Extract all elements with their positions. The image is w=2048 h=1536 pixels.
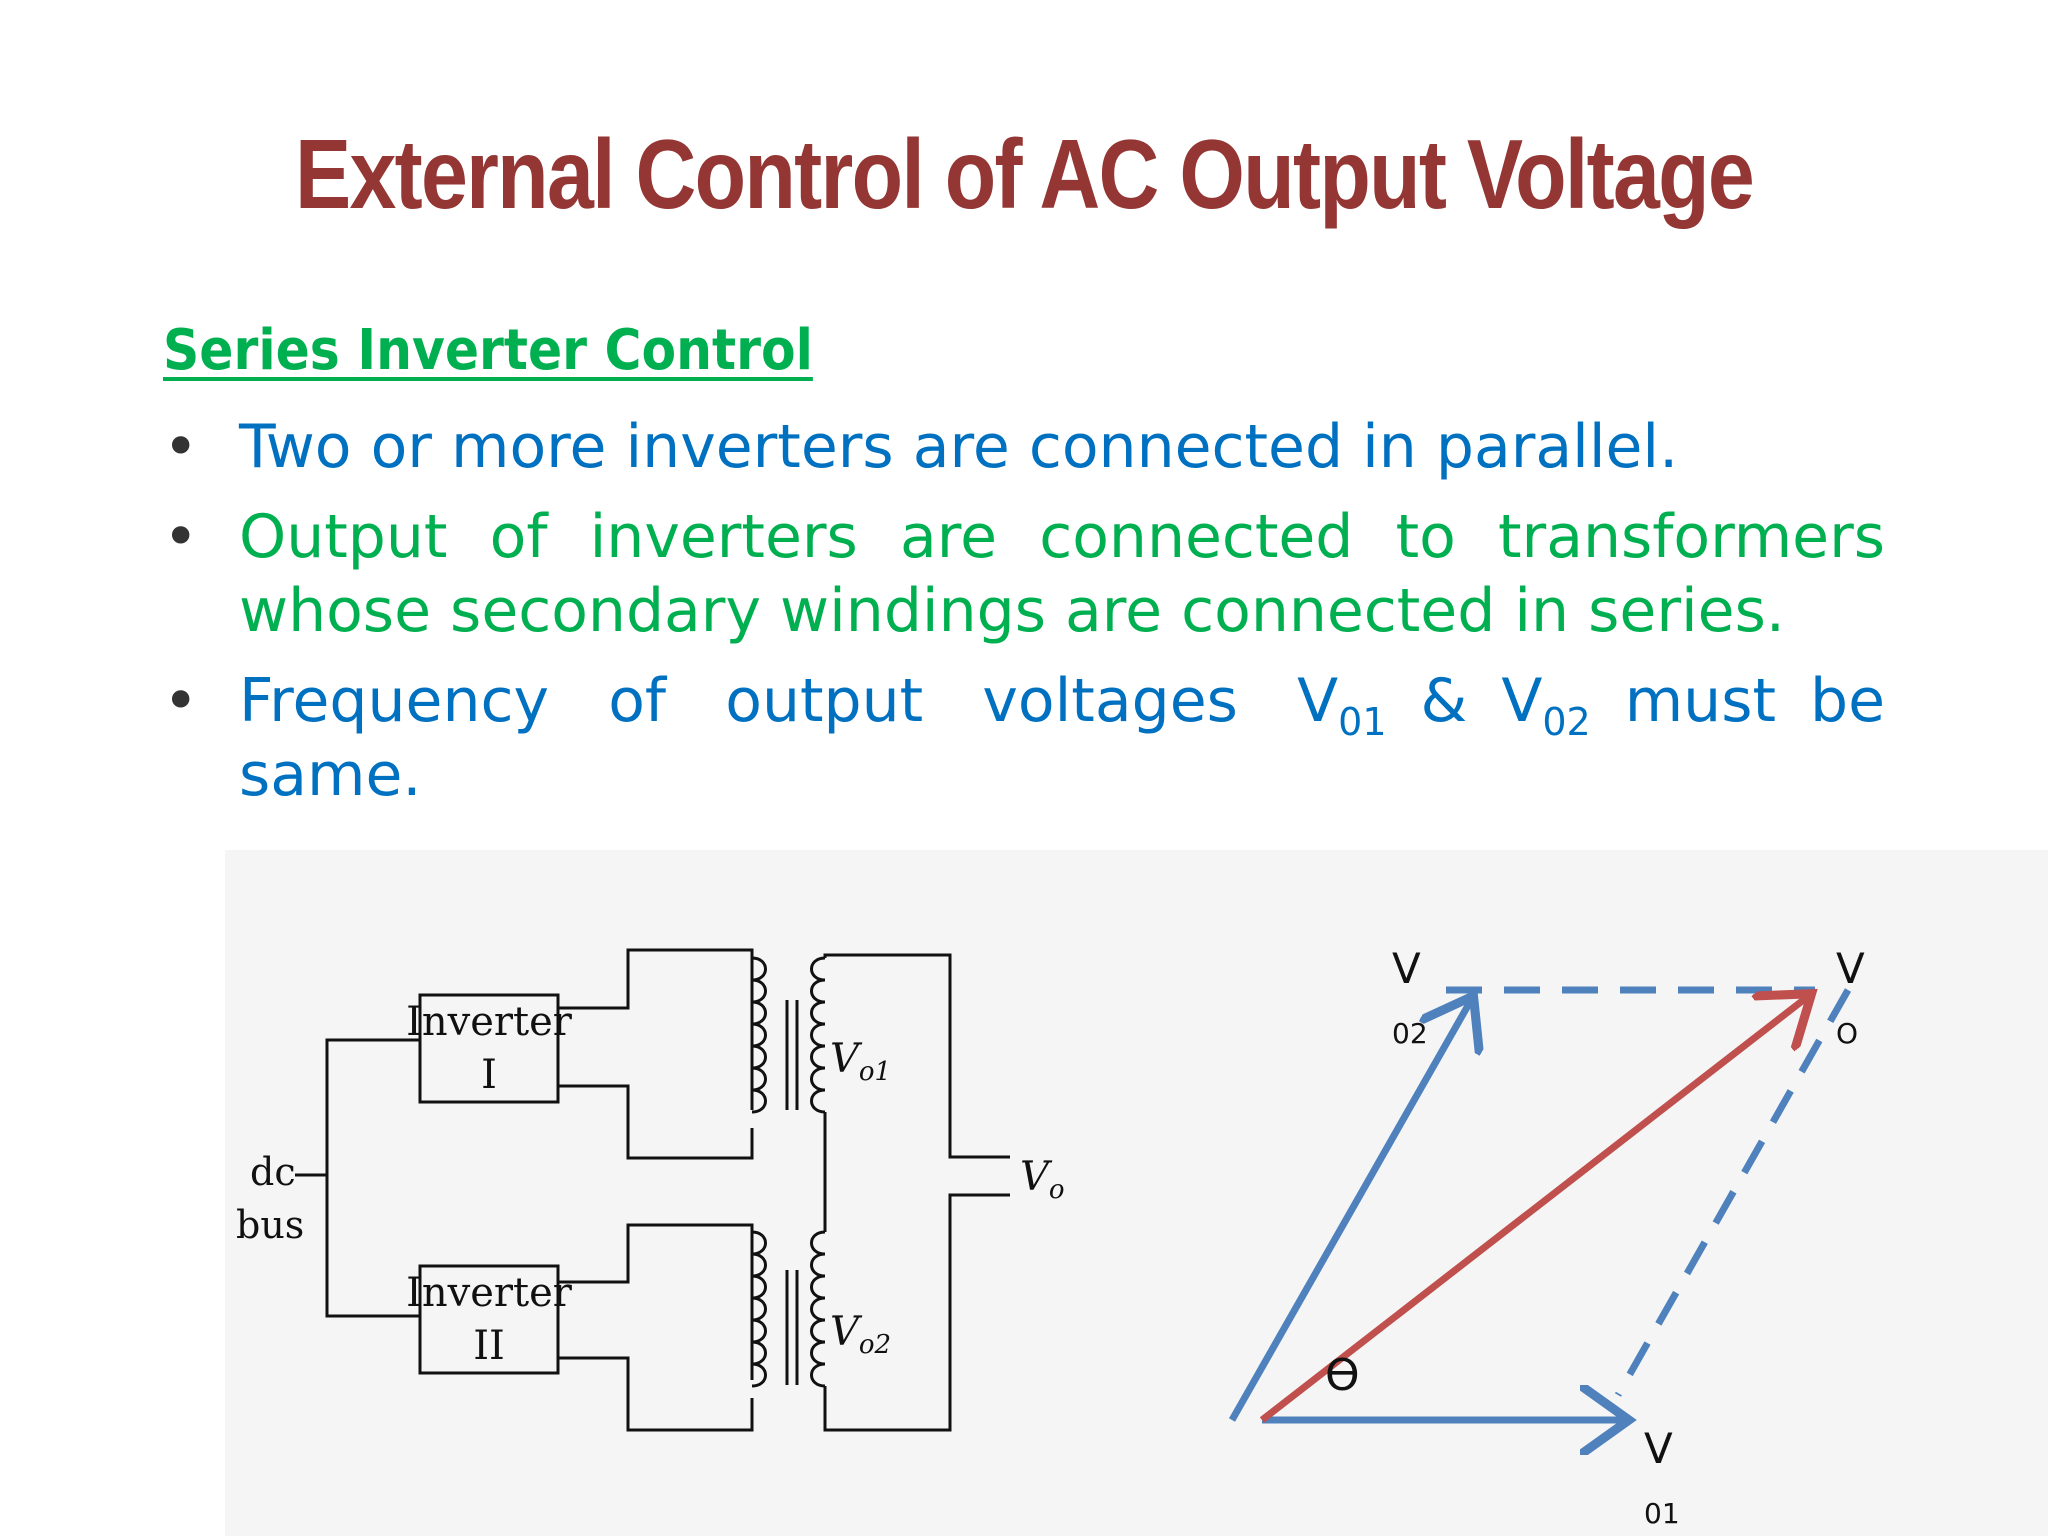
- phasor-diagram: [1228, 986, 1852, 1423]
- dc-bus-label-line2: bus: [236, 1203, 304, 1247]
- dc-bus-wires: [295, 1038, 420, 1318]
- bullet-text: Two or more inverters are connected in p…: [239, 412, 1679, 482]
- v01-label-sub: 01: [1644, 1497, 1680, 1530]
- transformer-cores: [785, 1000, 799, 1385]
- bullet-dot: •: [163, 412, 199, 482]
- vo-arrow: [1259, 998, 1806, 1423]
- section-heading: Series Inverter Control: [163, 318, 813, 383]
- secondary-series-wires: [823, 953, 1010, 1432]
- dc-bus-label-line1: dc: [250, 1150, 296, 1194]
- inverter-2-box: [418, 1264, 560, 1375]
- inverter-2-label-line2: II: [473, 1323, 505, 1369]
- subscript-02: 02: [1542, 700, 1591, 744]
- inverter-1-output-wires: [558, 948, 754, 1160]
- v02-arrow: [1228, 1002, 1470, 1422]
- circuit-labels: Inverter I Inverter II dc bus Vo1 Vo2 Vo: [236, 999, 1065, 1369]
- bullet-item-1: • Two or more inverters are connected in…: [163, 410, 1885, 484]
- subscript-01: 01: [1338, 700, 1387, 744]
- vo1-label: Vo1: [830, 1036, 891, 1087]
- transformer-1-primary: [751, 956, 767, 1114]
- v01-label-main: V: [1644, 1424, 1673, 1473]
- bullet-item-2: • Output of inverters are connected to t…: [163, 500, 1885, 648]
- bullet-text-line1: Output of inverters are connected to tra…: [239, 502, 1885, 572]
- vo-label-sub: O: [1836, 1017, 1858, 1050]
- inverter-2-output-wires: [558, 1223, 754, 1432]
- bullet-dot: •: [163, 502, 199, 572]
- bullet-dot: •: [163, 666, 199, 736]
- vo2-label: Vo2: [830, 1309, 891, 1360]
- phasor-labels: V 02 V O V 01 ϴ: [1325, 944, 1865, 1530]
- theta-label: ϴ: [1325, 1350, 1360, 1401]
- page-title: External Control of AC Output Voltage: [294, 119, 1755, 229]
- v02-label-sub: 02: [1392, 1017, 1428, 1050]
- transformer-2-primary: [751, 1230, 767, 1388]
- vo-label: Vo: [1020, 1154, 1065, 1205]
- inverter-2-label-line1: Inverter: [406, 1270, 573, 1316]
- bullet-text-line2: whose secondary windings are connected i…: [239, 576, 1785, 646]
- bullet-list: • Two or more inverters are connected in…: [163, 410, 1885, 828]
- bullet-text-line2: same.: [239, 740, 422, 810]
- inverter-1-label-line2: I: [481, 1052, 497, 1098]
- vo-label-main: V: [1836, 944, 1865, 993]
- diagram-panel: [225, 850, 2048, 1536]
- transformer-2-secondary: [810, 1230, 826, 1388]
- inverter-1-label-line1: Inverter: [406, 999, 573, 1045]
- inverter-1-box: [418, 993, 560, 1104]
- series-inverter-circuit: [295, 948, 1010, 1432]
- dashed-right-line: [1614, 988, 1852, 1397]
- transformer-1-secondary: [810, 956, 826, 1114]
- v02-label-main: V: [1392, 944, 1421, 993]
